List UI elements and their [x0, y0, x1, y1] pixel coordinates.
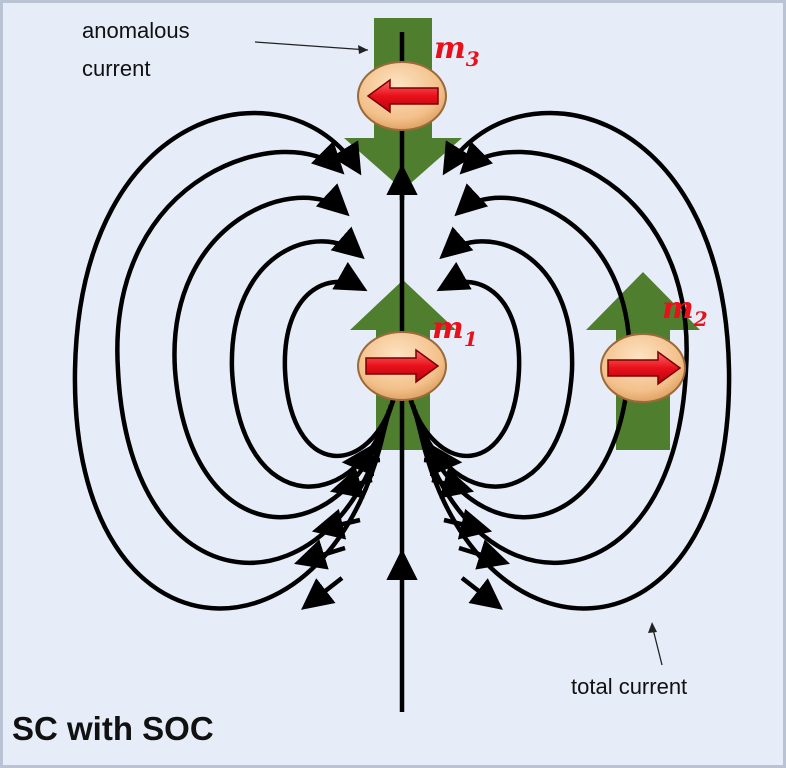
field-loop-right-5 [414, 110, 732, 611]
moment-m2-arrow [607, 350, 682, 386]
anomalous-pointer-line [254, 41, 369, 51]
field-lines [72, 32, 732, 712]
moment-m1-arrow [365, 348, 440, 384]
diagram-title: SC with SOC [12, 710, 214, 747]
moment-m3 [357, 61, 447, 131]
total-current-label: total current [571, 674, 687, 699]
anomalous-current-label-line1: anomalous [82, 18, 190, 43]
moment-m3-label: m3 [434, 31, 480, 71]
anomalous-current-label-line2: current [82, 56, 150, 81]
moment-m2-label: m2 [662, 291, 708, 331]
field-loop-left-3 [172, 183, 394, 520]
field-loop-left-5 [72, 110, 390, 611]
moment-m1 [357, 331, 447, 401]
moment-m2 [600, 333, 686, 403]
moment-m3-arrow [366, 78, 439, 114]
moment-m1-label: m1 [432, 311, 478, 351]
